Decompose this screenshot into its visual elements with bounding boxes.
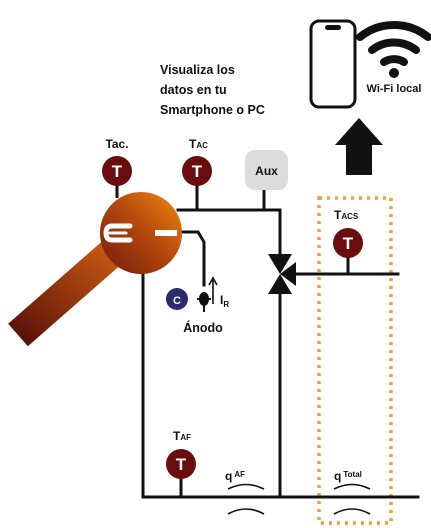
sensor-t-acs-label: TACS — [334, 208, 359, 222]
aux-label: Aux — [255, 164, 278, 178]
wifi-label: Wi-Fi local — [367, 83, 422, 95]
wifi-icon — [356, 21, 431, 78]
current-arrow-icon — [208, 276, 218, 304]
anode-label: Ánodo — [183, 320, 223, 335]
sensor-t-ac-label: TAC — [189, 137, 208, 151]
anode-badge: C — [166, 288, 188, 310]
caption-line-2: datos en tu — [160, 83, 227, 97]
three-way-valve-icon — [268, 254, 296, 294]
anode-badge-letter: C — [173, 295, 181, 307]
current-label: IR — [220, 293, 229, 309]
sensor-tac: Tac. T — [102, 137, 132, 186]
up-arrow-icon — [335, 118, 383, 175]
tank — [8, 184, 182, 347]
aux-heater: Aux — [245, 150, 288, 190]
sensor-tac-letter: T — [112, 162, 123, 181]
sensor-tac-label: Tac. — [105, 137, 128, 151]
sensor-t-ac-letter: T — [192, 162, 203, 181]
sensor-t-acs-letter: T — [343, 234, 354, 253]
sensor-t-af-label: TAF — [173, 429, 191, 443]
caption-line-1: Visualiza los — [160, 63, 235, 77]
sensor-t-acs: TACS T — [333, 208, 363, 258]
sensor-t-ac: TAC T — [182, 137, 212, 186]
smartphone-icon — [309, 19, 357, 109]
sensor-t-af-letter: T — [176, 455, 187, 474]
anode-icon — [197, 292, 211, 312]
dotted-zone — [317, 196, 393, 525]
caption: Visualiza los datos en tu Smartphone o P… — [160, 63, 265, 117]
pipes — [141, 182, 420, 499]
caption-line-3: Smartphone o PC — [160, 103, 265, 117]
sensor-t-af: TAF T — [166, 429, 196, 479]
